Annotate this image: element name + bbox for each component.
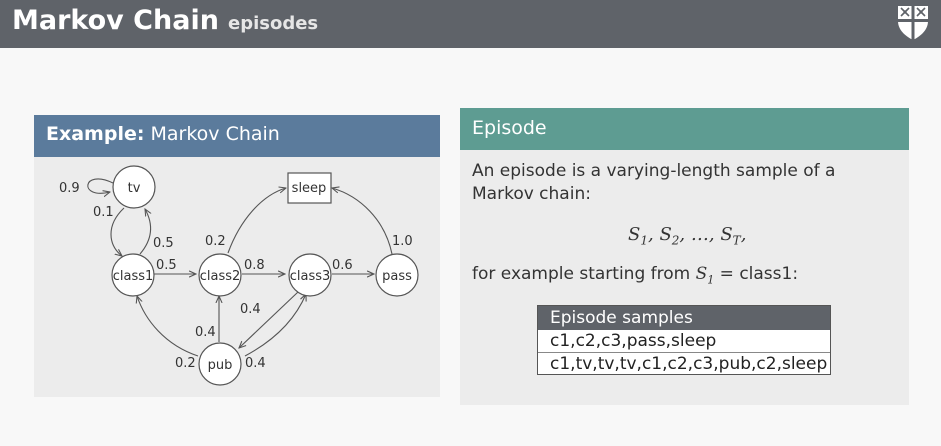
- edge-class1-tv: [139, 209, 151, 255]
- page-title: Markov Chain: [12, 5, 219, 36]
- markov-chain-diagram: tv class1 class2 class3 pass pub sleep 0…: [59, 165, 419, 386]
- episode-panel: Episode An episode is a varying-length s…: [460, 108, 909, 405]
- edge-class3-pub: [239, 291, 299, 348]
- edge-label-class3-pub: 0.4: [240, 302, 261, 317]
- edge-pub-class1: [137, 296, 199, 357]
- state-label-class1: class1: [113, 269, 154, 284]
- edge-label-class1-class2: 0.5: [156, 258, 177, 273]
- state-class1: [111, 253, 155, 297]
- table-row: c1,c2,c3,pass,sleep: [550, 331, 717, 351]
- example-panel-header: Example: Markov Chain: [34, 115, 440, 157]
- edge-tv-self: [87, 178, 114, 193]
- episode-samples-table: Episode samples c1,c2,c3,pass,sleep c1,t…: [537, 305, 831, 375]
- state-label-class2: class2: [200, 269, 241, 284]
- edge-label-tv-class1: 0.1: [93, 205, 114, 220]
- state-sleep: [287, 172, 332, 204]
- state-pass: [375, 253, 419, 297]
- edge-tv-class1: [110, 207, 125, 256]
- edge-label-class3-pass: 0.6: [332, 258, 353, 273]
- edge-class2-sleep: [227, 188, 286, 254]
- edge-label-class1-tv: 0.5: [153, 236, 174, 251]
- edge-label-class2-sleep: 0.2: [205, 234, 226, 249]
- episode-example-text: for example starting from S1 = class1:: [472, 264, 799, 287]
- episode-title: Episode: [472, 117, 547, 139]
- table-row: c1,tv,tv,tv,c1,c2,c3,pub,c2,sleep: [538, 352, 830, 374]
- state-label-tv: tv: [128, 181, 141, 196]
- episode-panel-header: Episode: [460, 108, 909, 150]
- edge-label-pub-class1: 0.2: [175, 356, 196, 371]
- example-title-bold: Example:: [46, 123, 145, 145]
- state-label-class3: class3: [290, 269, 331, 284]
- episode-definition: An episode is a varying-length sample of…: [472, 161, 836, 204]
- shield-crest-icon: [898, 6, 928, 40]
- state-tv: [112, 165, 156, 209]
- state-label-pass: pass: [382, 269, 412, 284]
- edge-label-class2-class3: 0.8: [244, 258, 265, 273]
- edge-label-pub-class3: 0.4: [245, 356, 266, 371]
- edge-label-pass-sleep: 1.0: [392, 234, 413, 249]
- state-label-sleep: sleep: [292, 181, 327, 196]
- example-title-rest: Markov Chain: [144, 123, 280, 145]
- state-class3: [288, 253, 332, 297]
- episode-formula: S1, S2, …, ST,: [628, 224, 747, 248]
- state-label-pub: pub: [208, 358, 233, 373]
- state-class2: [198, 253, 242, 297]
- edge-pass-sleep: [332, 188, 393, 255]
- page-subtitle: episodes: [228, 13, 319, 34]
- edge-label-pub-class2: 0.4: [195, 325, 216, 340]
- example-panel: Example: Markov Chain: [34, 115, 440, 397]
- state-pub: [198, 342, 242, 386]
- samples-table-header: Episode samples: [538, 306, 830, 330]
- edge-label-tv-self: 0.9: [59, 181, 80, 196]
- title-bar: Markov Chain episodes: [0, 0, 941, 48]
- edge-pub-class3: [244, 294, 306, 357]
